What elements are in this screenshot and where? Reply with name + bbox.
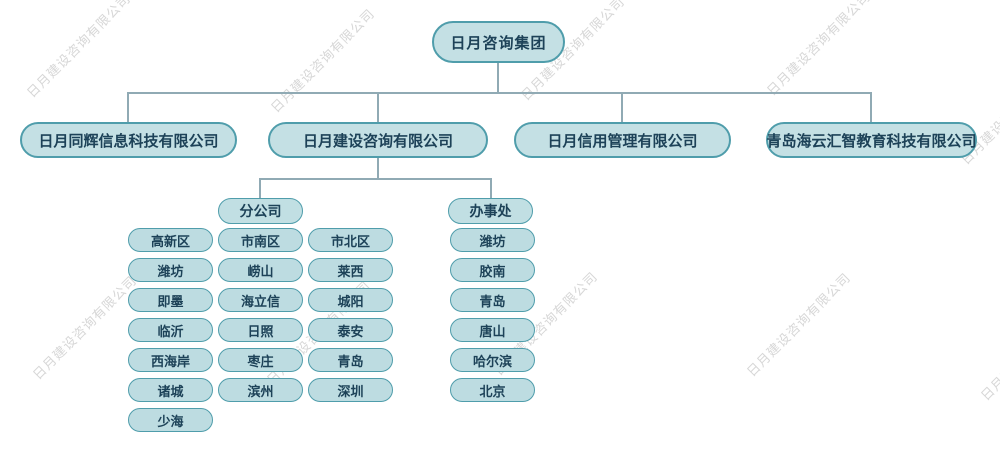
company-node: 日月建设咨询有限公司	[268, 122, 488, 158]
branch-leaf-node: 市南区	[218, 228, 303, 252]
branch-leaf-node: 海立信	[218, 288, 303, 312]
connector-line	[259, 178, 261, 198]
branch-leaf-node: 即墨	[128, 288, 213, 312]
branch-leaf-node: 少海	[128, 408, 213, 432]
connector-line	[260, 178, 492, 180]
group-header-offices: 办事处	[448, 198, 533, 224]
connector-line	[377, 92, 379, 122]
watermark-text: 日月建设咨询有限公司	[744, 270, 855, 381]
branch-leaf-node: 市北区	[308, 228, 393, 252]
office-leaf-node: 哈尔滨	[450, 348, 535, 372]
connector-line	[127, 92, 129, 122]
office-leaf-node: 北京	[450, 378, 535, 402]
watermark-text: 日月建设咨询有限公司	[24, 0, 135, 102]
office-leaf-node: 唐山	[450, 318, 535, 342]
branch-leaf-node: 日照	[218, 318, 303, 342]
watermark-text: 日月建设咨询有限公司	[30, 273, 141, 384]
watermark-text: 日月建设咨询有限公司	[764, 0, 875, 100]
branch-leaf-node: 潍坊	[128, 258, 213, 282]
branch-leaf-node: 枣庄	[218, 348, 303, 372]
branch-leaf-node: 诸城	[128, 378, 213, 402]
office-leaf-node: 青岛	[450, 288, 535, 312]
group-header-branches: 分公司	[218, 198, 303, 224]
branch-leaf-node: 泰安	[308, 318, 393, 342]
connector-line	[497, 63, 499, 93]
office-leaf-node: 胶南	[450, 258, 535, 282]
branch-leaf-node: 城阳	[308, 288, 393, 312]
connector-line	[870, 92, 872, 122]
company-node: 日月信用管理有限公司	[514, 122, 731, 158]
branch-leaf-node: 西海岸	[128, 348, 213, 372]
branch-leaf-node: 高新区	[128, 228, 213, 252]
branch-leaf-node: 青岛	[308, 348, 393, 372]
connector-line	[490, 178, 492, 198]
watermark-text: 日月建设咨询有限公司	[978, 294, 1000, 405]
company-node: 青岛海云汇智教育科技有限公司	[766, 122, 977, 158]
company-node: 日月同辉信息科技有限公司	[20, 122, 237, 158]
branch-leaf-node: 崂山	[218, 258, 303, 282]
root-company-node: 日月咨询集团	[432, 21, 565, 63]
connector-line	[128, 92, 872, 94]
branch-leaf-node: 深圳	[308, 378, 393, 402]
branch-leaf-node: 滨州	[218, 378, 303, 402]
watermark-text: 日月建设咨询有限公司	[268, 6, 379, 117]
office-leaf-node: 潍坊	[450, 228, 535, 252]
branch-leaf-node: 临沂	[128, 318, 213, 342]
connector-line	[377, 158, 379, 179]
connector-line	[621, 92, 623, 122]
branch-leaf-node: 莱西	[308, 258, 393, 282]
